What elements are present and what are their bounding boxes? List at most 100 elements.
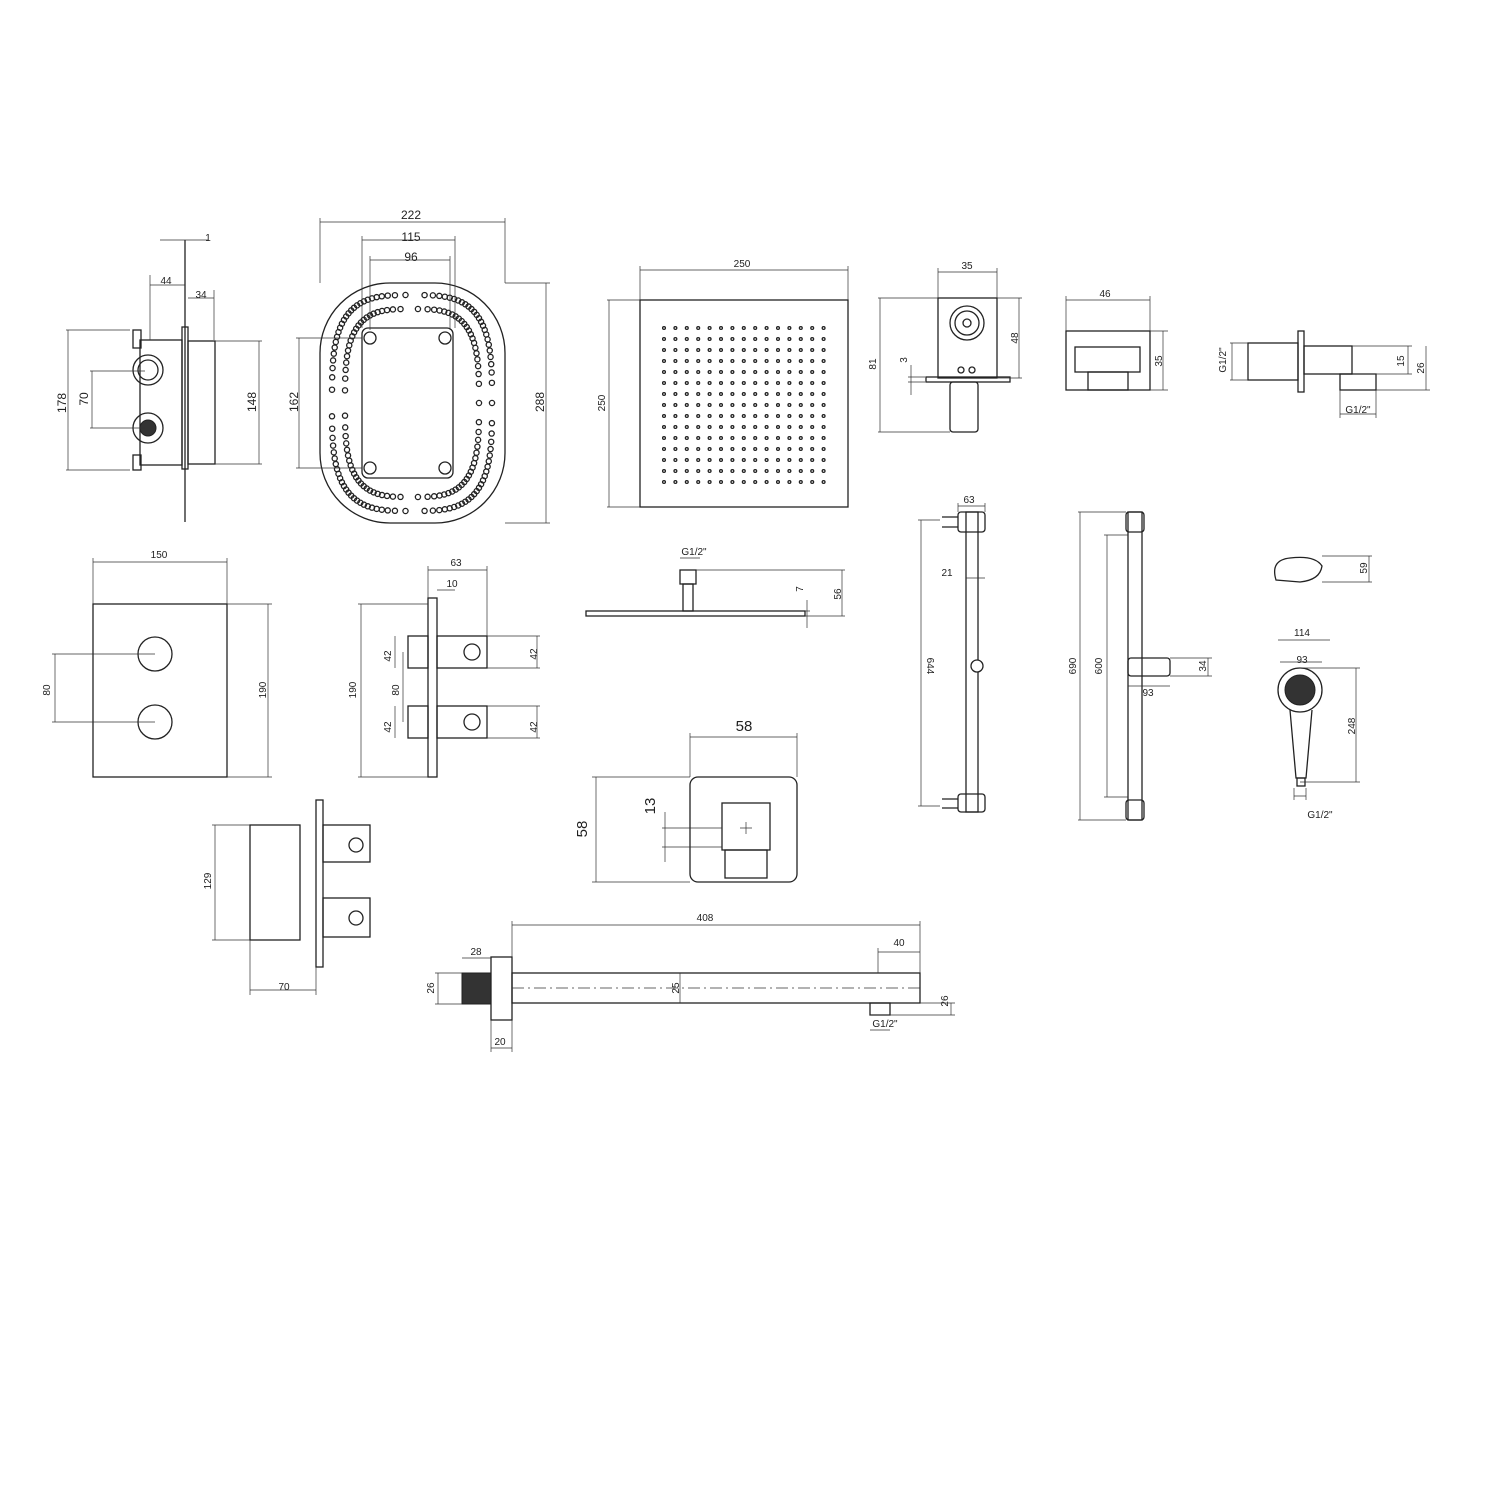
nozzle-dot bbox=[741, 358, 746, 364]
nozzle-dot bbox=[374, 490, 381, 498]
nozzle-dot bbox=[775, 325, 781, 331]
nozzle-dot bbox=[673, 369, 678, 375]
dimension-label: 81 bbox=[868, 358, 879, 370]
nozzle-dot bbox=[684, 402, 689, 408]
nozzle-dot bbox=[718, 402, 724, 408]
nozzle-dot bbox=[487, 438, 495, 446]
nozzle-dot bbox=[436, 292, 443, 300]
nozzle-dot bbox=[488, 399, 496, 407]
nozzle-dot bbox=[787, 347, 792, 353]
nozzle-dot bbox=[487, 445, 494, 453]
nozzle-dot bbox=[798, 457, 803, 463]
nozzle-dot bbox=[798, 479, 803, 485]
nozzle-dot bbox=[474, 356, 481, 363]
nozzle-dot bbox=[810, 347, 815, 353]
nozzle-dot bbox=[684, 479, 689, 485]
nozzle-dot bbox=[718, 336, 724, 342]
riser-rail-side-drawing bbox=[918, 503, 986, 813]
nozzle-dot bbox=[764, 424, 769, 430]
nozzle-dot bbox=[673, 358, 678, 364]
nozzle-dot bbox=[384, 292, 391, 299]
dimension-label: 148 bbox=[245, 392, 259, 412]
nozzle-dot bbox=[775, 391, 781, 397]
nozzle-dot bbox=[673, 413, 678, 419]
nozzle-dot bbox=[741, 380, 746, 386]
nozzle-dot bbox=[775, 457, 781, 463]
nozzle-dot bbox=[775, 358, 781, 364]
nozzle-dot bbox=[424, 493, 431, 501]
nozzle-dot bbox=[328, 386, 336, 393]
nozzle-dot bbox=[414, 493, 422, 501]
nozzle-dot bbox=[332, 460, 340, 468]
nozzle-dot bbox=[718, 435, 724, 441]
nozzle-dot bbox=[383, 306, 391, 314]
nozzle-dot bbox=[684, 369, 689, 375]
nozzle-dot bbox=[810, 336, 815, 342]
nozzle-dot bbox=[696, 358, 701, 364]
nozzle-dot bbox=[787, 435, 792, 441]
dimension-label: 44 bbox=[160, 276, 172, 287]
nozzle-dot bbox=[485, 458, 493, 465]
nozzle-dot bbox=[798, 413, 803, 419]
nozzle-dot bbox=[718, 457, 724, 463]
nozzle-dot bbox=[741, 457, 746, 463]
dimension-label: G1/2" bbox=[1218, 347, 1229, 373]
nozzle-dot bbox=[741, 336, 746, 342]
nozzle-dot bbox=[798, 468, 803, 474]
nozzle-dot bbox=[329, 357, 337, 364]
nozzle-dot bbox=[329, 364, 336, 372]
nozzle-dot bbox=[787, 424, 792, 430]
nozzle-dot bbox=[684, 336, 689, 342]
dimension-label: 250 bbox=[734, 259, 751, 270]
nozzle-dot bbox=[696, 413, 701, 419]
hand-shower-drawing bbox=[1273, 555, 1372, 800]
nozzle-dot bbox=[775, 369, 781, 375]
nozzle-dot bbox=[330, 350, 338, 357]
nozzle-dot bbox=[707, 336, 712, 342]
nozzle-dot bbox=[718, 369, 724, 375]
nozzle-dot bbox=[341, 424, 349, 431]
nozzle-dot bbox=[707, 435, 712, 441]
nozzle-dot bbox=[684, 446, 689, 452]
dimension-label: 58 bbox=[574, 821, 591, 838]
nozzle-dot bbox=[753, 347, 758, 353]
nozzle-dot bbox=[473, 350, 480, 357]
nozzle-dot bbox=[486, 347, 494, 354]
nozzle-dot bbox=[343, 352, 351, 360]
nozzle-dot bbox=[661, 435, 667, 441]
nozzle-dot bbox=[673, 347, 678, 353]
square-outlet-drawing bbox=[592, 733, 798, 883]
nozzle-dot bbox=[730, 391, 735, 397]
nozzle-dot bbox=[684, 435, 689, 441]
nozzle-dot bbox=[730, 468, 735, 474]
nozzle-dot bbox=[696, 325, 701, 331]
nozzle-dot bbox=[810, 468, 815, 474]
nozzle-dot bbox=[391, 507, 399, 515]
dimension-label: 178 bbox=[55, 393, 69, 413]
nozzle-dot bbox=[798, 369, 803, 375]
nozzle-dot bbox=[673, 457, 678, 463]
nozzle-dot bbox=[810, 424, 815, 430]
nozzle-dot bbox=[753, 369, 758, 375]
dimension-label: 42 bbox=[383, 650, 394, 662]
nozzle-dot bbox=[391, 291, 399, 299]
nozzle-dot bbox=[741, 347, 746, 353]
dimension-label: 40 bbox=[893, 938, 905, 949]
nozzle-dot bbox=[487, 353, 494, 361]
nozzle-dot bbox=[810, 358, 815, 364]
nozzle-dot bbox=[330, 449, 338, 456]
nozzle-dot bbox=[331, 344, 338, 351]
valve-trim-plate-drawing bbox=[52, 558, 272, 778]
nozzle-dot bbox=[775, 336, 781, 342]
nozzle-dot bbox=[821, 402, 826, 408]
nozzle-dot bbox=[810, 446, 815, 452]
dimension-label: 25 bbox=[671, 982, 682, 994]
nozzle-dot bbox=[383, 492, 391, 500]
dimension-label: 129 bbox=[203, 872, 214, 889]
nozzle-dot bbox=[775, 446, 781, 452]
nozzle-dot bbox=[753, 391, 758, 397]
nozzle-dot bbox=[661, 468, 667, 474]
nozzle-dot bbox=[741, 413, 746, 419]
nozzle-dot bbox=[775, 413, 781, 419]
dimension-label: 46 bbox=[1099, 289, 1111, 300]
